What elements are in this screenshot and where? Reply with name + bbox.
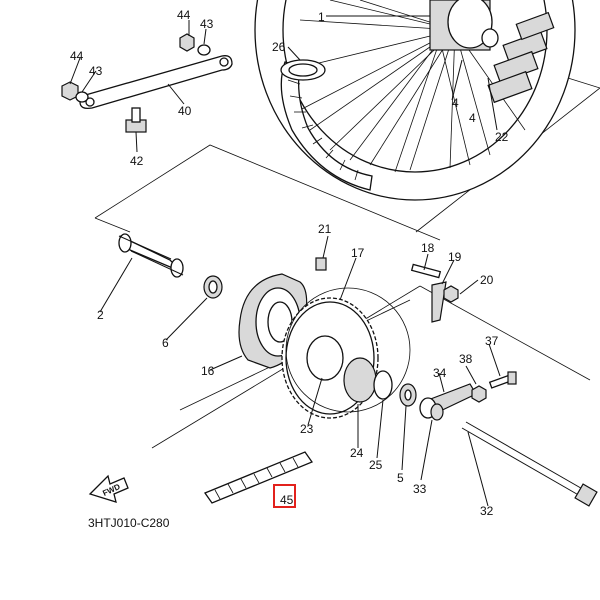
callout-2: 2 bbox=[97, 308, 104, 322]
oil-seal-5 bbox=[399, 383, 417, 407]
lower-plane-top bbox=[94, 144, 441, 241]
bearing-24 bbox=[343, 357, 377, 403]
callout-26: 26 bbox=[272, 40, 286, 54]
chain-puller-34 bbox=[419, 383, 477, 419]
callout-42: 42 bbox=[130, 154, 144, 168]
hub-damper-22 bbox=[487, 11, 555, 104]
callout-43-upper: 43 bbox=[200, 17, 214, 31]
hub-flange bbox=[447, 0, 493, 49]
bracket-19 bbox=[431, 281, 447, 323]
diagram-code: 3HTJ010-C280 bbox=[88, 516, 170, 530]
collar-33 bbox=[430, 403, 444, 421]
callout-25: 25 bbox=[369, 458, 383, 472]
nut-44-upper bbox=[179, 33, 195, 52]
tire-section bbox=[280, 59, 373, 191]
callout-38: 38 bbox=[459, 352, 473, 366]
forward-direction-arrow: FWD bbox=[88, 474, 129, 503]
callout-22: 22 bbox=[495, 130, 509, 144]
callout-19: 19 bbox=[448, 250, 462, 264]
callout-33: 33 bbox=[413, 482, 427, 496]
bolt-42 bbox=[125, 107, 147, 133]
callout-44-upper: 44 bbox=[177, 8, 191, 22]
oil-seal-6 bbox=[203, 275, 223, 299]
callout-4a: 4 bbox=[452, 96, 459, 110]
washer-43-lower bbox=[75, 91, 89, 103]
bolt-18 bbox=[410, 263, 442, 279]
bolt-21 bbox=[315, 257, 327, 271]
highlight-box-45 bbox=[273, 484, 296, 508]
lower-plane-edge bbox=[94, 217, 131, 233]
callout-6: 6 bbox=[162, 336, 169, 350]
tension-bar-40 bbox=[79, 55, 233, 110]
lower-plane-edge-right bbox=[419, 285, 591, 381]
collar-2 bbox=[118, 233, 184, 278]
axle-32 bbox=[461, 421, 598, 507]
hub-bearing bbox=[481, 28, 499, 48]
callout-37: 37 bbox=[485, 334, 499, 348]
nut-20 bbox=[443, 285, 459, 303]
callout-32: 32 bbox=[480, 504, 494, 518]
callout-23: 23 bbox=[300, 422, 314, 436]
callout-44-lower: 44 bbox=[70, 49, 84, 63]
callout-4b: 4 bbox=[469, 111, 476, 125]
washer-43-upper bbox=[197, 44, 211, 56]
callout-17: 17 bbox=[351, 246, 365, 260]
nut-38 bbox=[471, 385, 487, 403]
callout-1: 1 bbox=[318, 10, 325, 24]
circlip-25 bbox=[373, 370, 393, 400]
callout-18: 18 bbox=[421, 241, 435, 255]
tension-bar bbox=[79, 55, 233, 110]
leader-lines bbox=[69, 15, 501, 507]
callout-20: 20 bbox=[480, 273, 494, 287]
callout-numbers: 1 2 4 4 5 6 16 17 18 19 20 21 22 23 24 2… bbox=[70, 8, 509, 518]
drive-chain-45 bbox=[204, 451, 313, 504]
callout-21: 21 bbox=[318, 222, 332, 236]
callout-16: 16 bbox=[201, 364, 215, 378]
callout-5: 5 bbox=[397, 471, 404, 485]
callout-24: 24 bbox=[350, 446, 364, 460]
callout-40: 40 bbox=[178, 104, 192, 118]
rear-wheel bbox=[254, 0, 576, 201]
callout-45: 45 bbox=[280, 493, 294, 507]
callout-43-lower: 43 bbox=[89, 64, 103, 78]
sprocket-plate-outline bbox=[285, 287, 411, 413]
bolt-37 bbox=[488, 371, 517, 389]
callout-34: 34 bbox=[433, 366, 447, 380]
